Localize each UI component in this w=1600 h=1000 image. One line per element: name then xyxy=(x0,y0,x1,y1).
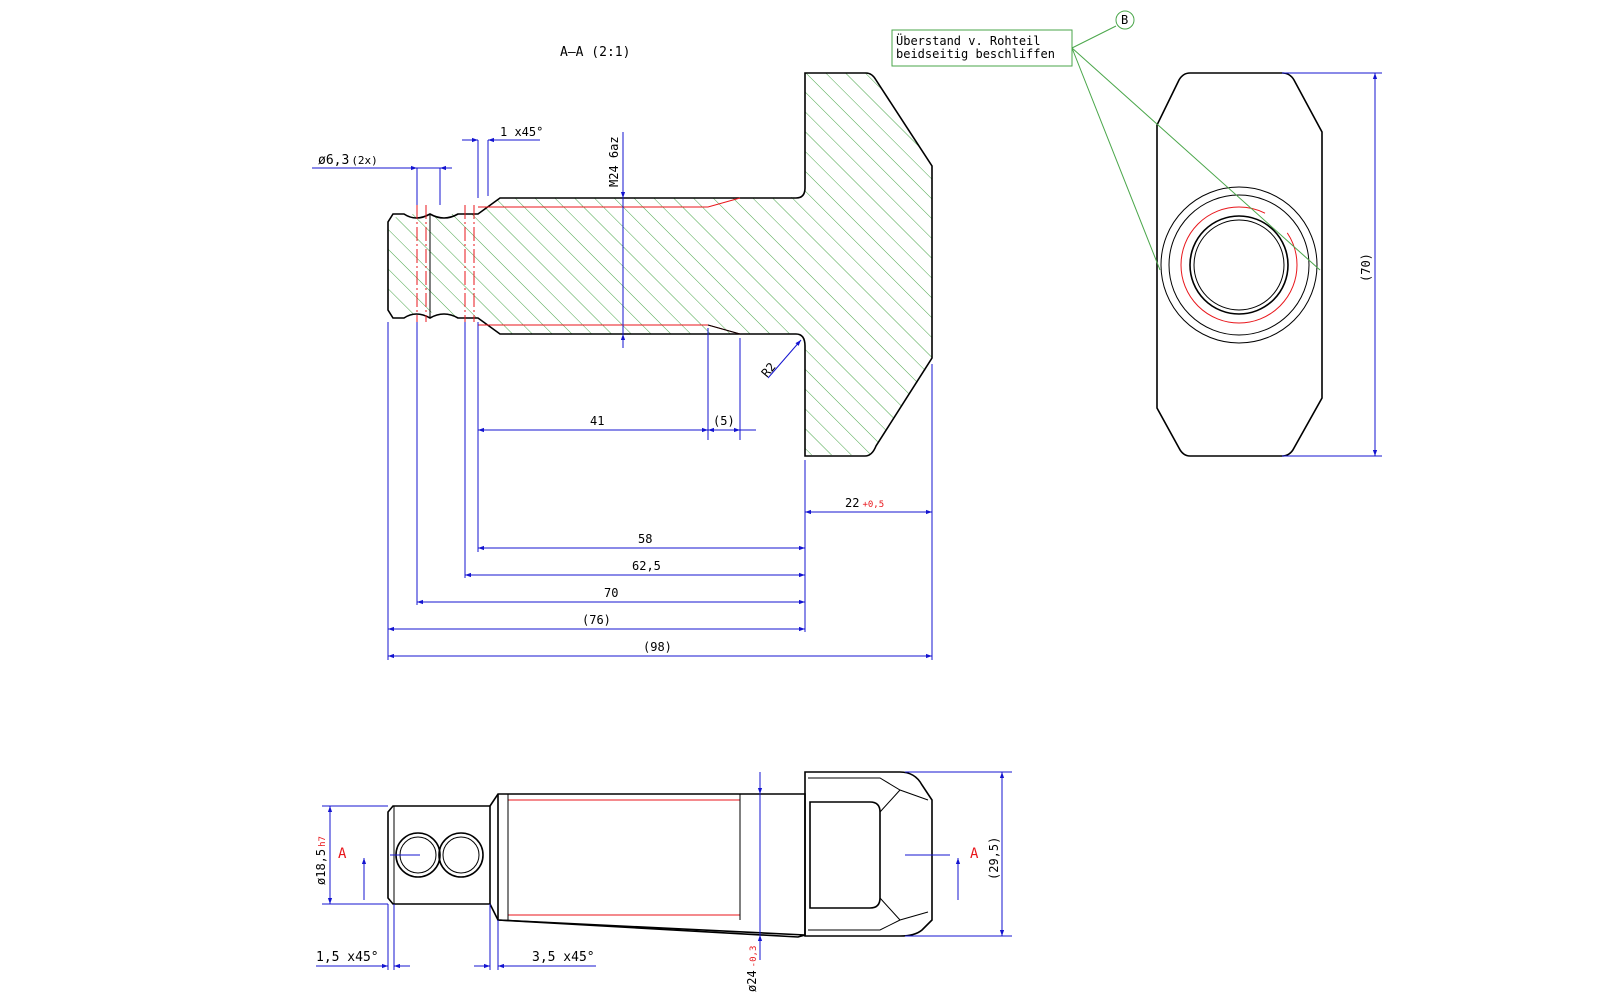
bottom-hole-2 xyxy=(438,832,484,878)
dim-5: (5) xyxy=(713,414,735,428)
dim-98: (98) xyxy=(643,640,672,654)
section-hatch xyxy=(388,73,932,455)
balloon-b-label: B xyxy=(1121,13,1128,27)
note-line-2: beidseitig beschliffen xyxy=(896,47,1055,61)
section-title: A–A (2:1) xyxy=(560,45,630,60)
section-view-a-a: A–A (2:1) xyxy=(312,45,933,660)
dim-41: 41 xyxy=(590,414,604,428)
note-line-1: Überstand v. Rohteil xyxy=(896,32,1041,48)
end-view-thread-circle xyxy=(1180,206,1298,324)
dim-70: 70 xyxy=(604,586,618,600)
end-view-bore-inner xyxy=(1193,219,1285,311)
chamfer-top-dim: 1 x45° xyxy=(500,125,543,139)
end-view-outer-circle xyxy=(1160,186,1318,344)
end-view-bore-outer xyxy=(1189,215,1289,315)
dim-chamfer-3-5: 3,5 x45° xyxy=(532,950,595,965)
bottom-hex-head xyxy=(804,771,933,937)
hex-face-lines xyxy=(879,789,901,921)
bottom-shaft xyxy=(489,793,806,938)
dimension-lines xyxy=(388,132,932,659)
dim-29-5: (29,5) xyxy=(987,837,1001,880)
balloon-b xyxy=(1115,10,1135,30)
dim-dia-24: ø24-0,3 xyxy=(745,946,759,992)
dim-76: (76) xyxy=(582,613,611,627)
dim-70-side: (70) xyxy=(1359,253,1373,282)
dim-chamfer-1-5: 1,5 x45° xyxy=(316,950,379,965)
dim-62-5: 62,5 xyxy=(632,559,661,573)
hex-edge-top xyxy=(808,777,929,801)
note-leader-1 xyxy=(1071,47,1161,271)
dim-58: 58 xyxy=(638,532,652,546)
thread-line-top xyxy=(478,197,741,208)
end-view: (70) Überstand v. Rohteil beidseitig bes… xyxy=(891,10,1382,457)
bottom-view: A A ø18,5h7 1,5 x45° 3,5 x45° ø24-0,3 (2… xyxy=(314,771,1012,992)
hex-inner-face xyxy=(809,801,881,909)
thread-dim: M24 6az xyxy=(607,136,621,187)
dim-22: 22+0,5 xyxy=(845,496,884,510)
radius-dim: R2 xyxy=(759,360,779,380)
cut-label-left: A xyxy=(338,846,347,862)
hex-edge-bottom xyxy=(808,911,929,931)
cut-label-right: A xyxy=(970,846,979,862)
note-leader-2 xyxy=(1071,47,1321,271)
hole-dia-dim: ø6,3(2x) xyxy=(318,153,378,168)
dim-dia-18-5: ø18,5h7 xyxy=(314,836,328,885)
bottom-shaft-edge xyxy=(497,794,806,936)
bottom-hole-2-inner xyxy=(442,836,480,874)
section-outline xyxy=(387,72,933,457)
balloon-leader xyxy=(1071,25,1117,49)
thread-runout xyxy=(707,324,741,335)
end-view-mid-circle xyxy=(1168,194,1310,336)
extension-lines xyxy=(312,140,933,660)
